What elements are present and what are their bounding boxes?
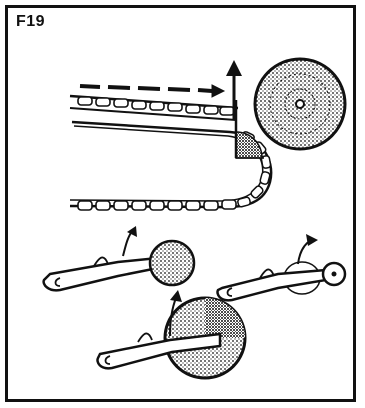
drive-sprocket-icon (255, 59, 345, 149)
chainsaw-large-wheel-icon (98, 290, 245, 378)
chainsaw-small-wheel-icon (218, 234, 345, 300)
chain-direction-arrow-icon (80, 85, 224, 97)
figure-frame: F19 (5, 5, 356, 402)
chainsaw-kickback-illustration (8, 8, 353, 399)
chainsaw-medium-wheel-icon (44, 226, 194, 290)
